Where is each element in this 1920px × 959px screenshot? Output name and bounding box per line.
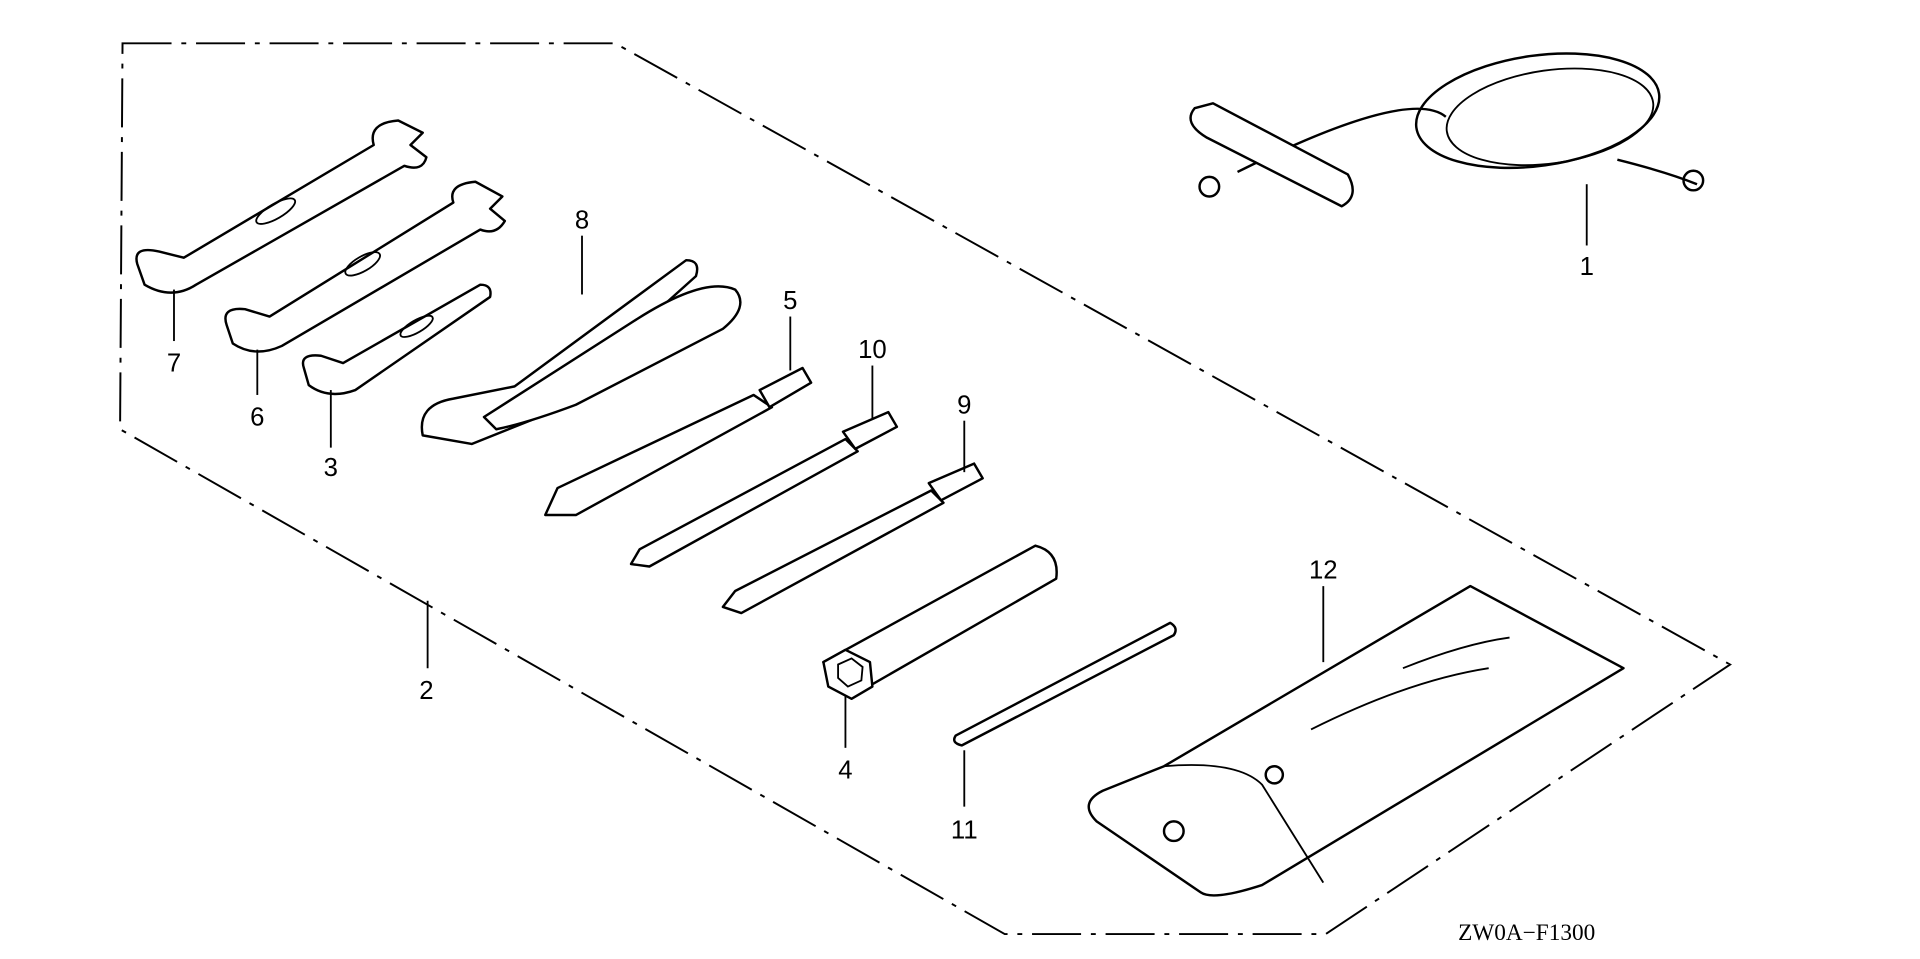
pliers <box>420 258 742 446</box>
screwdriver-5 <box>544 366 813 517</box>
diagram-code: ZW0A−F1300 <box>1458 920 1595 946</box>
callout-8: 8 <box>575 206 589 234</box>
leader-lines <box>173 184 1588 807</box>
callout-12: 12 <box>1309 557 1338 585</box>
callout-3: 3 <box>324 454 338 482</box>
callout-4: 4 <box>838 756 852 784</box>
callout-6: 6 <box>250 404 264 432</box>
screwdriver-9 <box>721 462 984 615</box>
callout-2: 2 <box>419 677 433 705</box>
callout-1: 1 <box>1580 253 1594 281</box>
plug-wrench <box>822 544 1058 701</box>
starter-rope <box>1189 52 1705 208</box>
wrench-10x12 <box>224 180 507 353</box>
callout-11: 11 <box>951 817 978 845</box>
wrench-14x17 <box>135 119 428 294</box>
wrench-small <box>301 283 492 396</box>
callout-5: 5 <box>783 287 797 315</box>
callout-7: 7 <box>167 350 181 378</box>
tool-bag <box>1087 584 1625 897</box>
callout-10: 10 <box>858 336 887 364</box>
tommy-bar <box>953 621 1177 747</box>
screwdriver-10 <box>629 410 899 568</box>
callout-9: 9 <box>957 391 971 419</box>
